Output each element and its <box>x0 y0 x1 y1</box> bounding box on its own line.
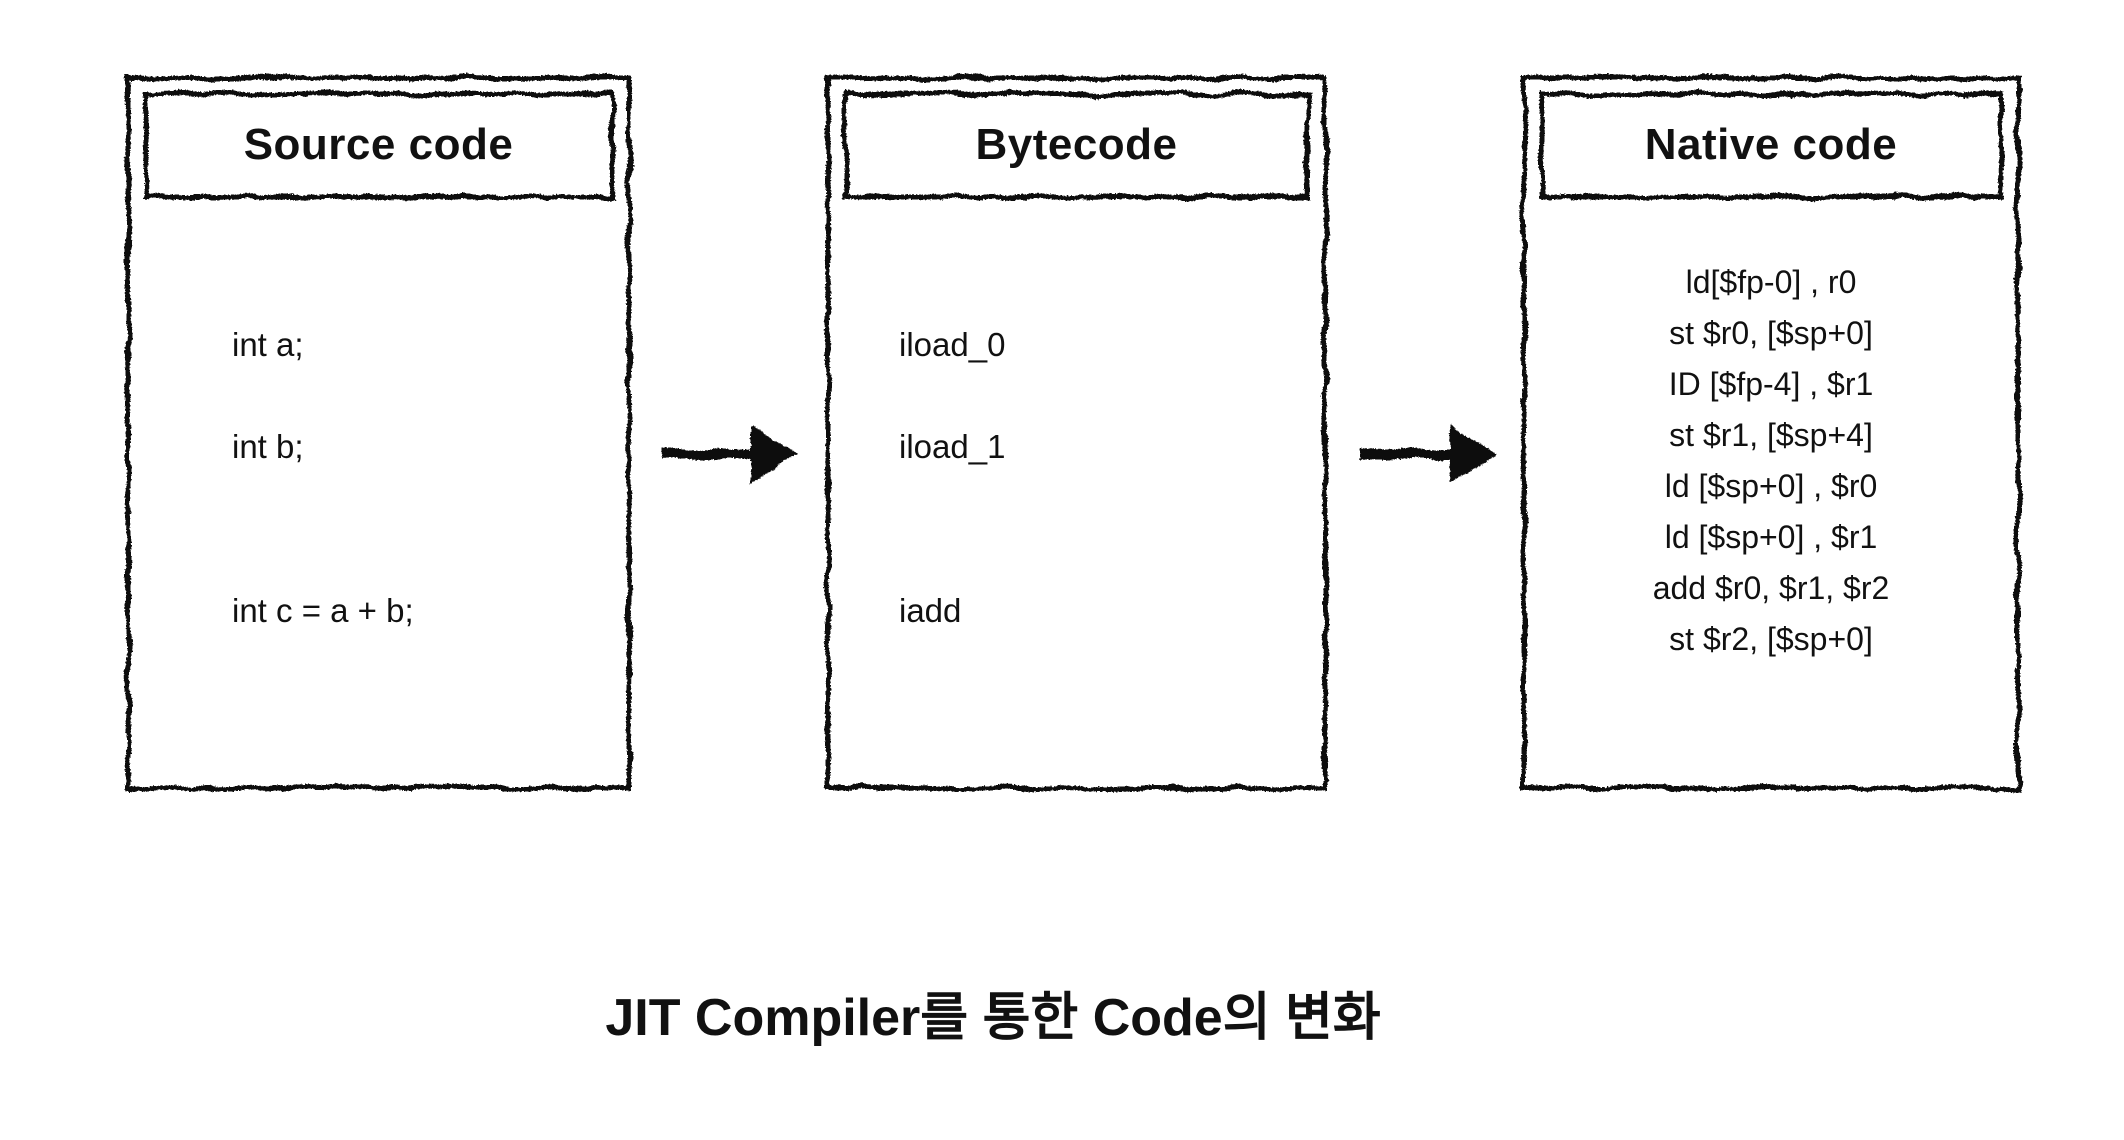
native-code-box-title: Native code <box>1644 120 1898 169</box>
source-code-box-outline <box>125 75 632 791</box>
native-code-line: st $r0, [$sp+0] <box>1669 315 1873 351</box>
diagram-caption: JIT Compiler를 통한 Code의 변화 <box>605 989 1381 1047</box>
native-code-listing: ld[$fp-0] , r0 st $r0, [$sp+0] ID [$fp-4… <box>1524 257 2018 665</box>
native-code-line: ld[$fp-0] , r0 <box>1685 264 1857 300</box>
native-code-box-outline <box>1521 75 2021 791</box>
native-code-line: ld [$sp+0] , $r1 <box>1664 519 1878 555</box>
native-code-line: add $r0, $r1, $r2 <box>1652 570 1890 606</box>
native-code-title-outline <box>1539 91 2004 200</box>
bytecode-box-outline <box>825 75 1328 791</box>
source-code-title-outline <box>143 91 615 200</box>
source-code-line: int c = a + b; <box>232 592 414 629</box>
bytecode-line: iload_1 <box>899 428 1006 465</box>
source-code-box-title: Source code <box>243 120 514 169</box>
native-code-line: ID [$fp-4] , $r1 <box>1668 366 1874 402</box>
native-code-line: st $r2, [$sp+0] <box>1669 621 1873 657</box>
native-code-line: st $r1, [$sp+4] <box>1669 417 1873 453</box>
source-code-line: int a; <box>232 326 304 363</box>
bytecode-box-title: Bytecode <box>975 120 1178 169</box>
bytecode-line: iadd <box>899 592 962 629</box>
source-code-line: int b; <box>232 428 304 465</box>
bytecode-title-outline <box>843 91 1311 200</box>
arrow-bytecode-to-native-icon <box>1360 425 1497 483</box>
arrow-source-to-bytecode-icon <box>661 425 798 483</box>
native-code-line: ld [$sp+0] , $r0 <box>1664 468 1878 504</box>
bytecode-line: iload_0 <box>899 326 1006 363</box>
